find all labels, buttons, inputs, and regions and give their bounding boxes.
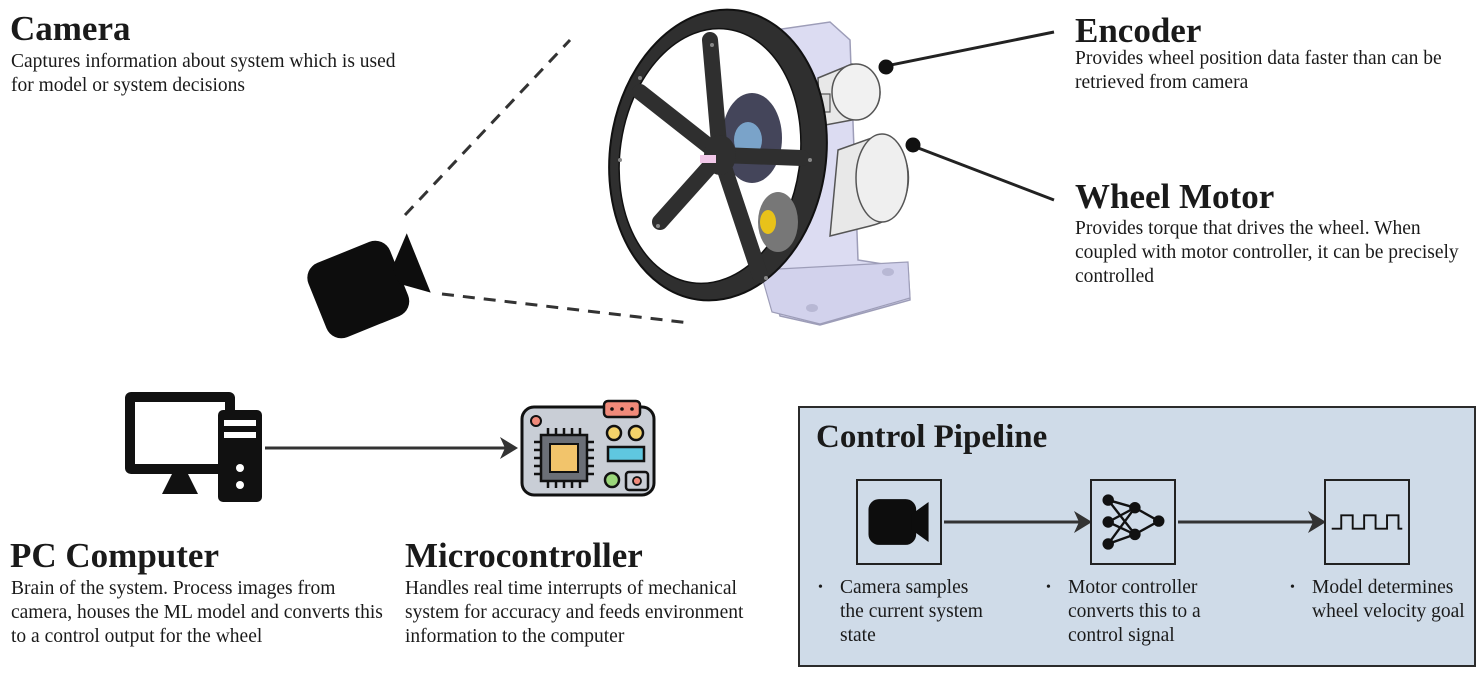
list-item: Model determines wheel velocity goal xyxy=(1290,576,1465,624)
camera-fov-line-top xyxy=(403,38,572,217)
neural-network-icon xyxy=(1102,494,1165,550)
camera-fov-line-bottom xyxy=(441,292,691,325)
wheel-motor-title: Wheel Motor xyxy=(1075,177,1275,216)
camera-title: Camera xyxy=(10,9,131,48)
pipeline-step-model xyxy=(1090,479,1176,565)
encoder-title: Encoder xyxy=(1075,11,1202,50)
camera-description: Captures information about system which … xyxy=(11,51,396,96)
wheel-motor-description: Provides torque that drives the wheel. W… xyxy=(1075,218,1459,287)
camera-icon xyxy=(307,233,431,339)
pipeline-step-1-text: Camera samples the current system state xyxy=(818,576,993,648)
pipeline-step-camera xyxy=(856,479,942,565)
motor-leader-line xyxy=(912,144,1055,202)
pipeline-title: Control Pipeline xyxy=(816,419,1048,455)
list-item: Camera samples the current system state xyxy=(818,576,993,648)
list-item: Motor controller converts this to a cont… xyxy=(1046,576,1221,648)
pc-computer-title: PC Computer xyxy=(10,536,219,575)
reaction-wheel-assembly xyxy=(608,8,911,326)
pc-computer-description: Brain of the system. Process images from… xyxy=(11,578,383,647)
microcontroller-description: Handles real time interrupts of mechanic… xyxy=(405,578,744,647)
pipeline-step-3-text: Model determines wheel velocity goal xyxy=(1290,576,1465,624)
microcontroller-title: Microcontroller xyxy=(405,536,643,575)
microcontroller-board-icon xyxy=(520,399,656,497)
pipeline-step-signal xyxy=(1324,479,1410,565)
wheel-motor-cylinder xyxy=(829,133,910,237)
square-wave-icon xyxy=(1331,514,1403,530)
encoder-leader-dot xyxy=(878,59,894,75)
desktop-computer-icon xyxy=(125,392,262,502)
video-camera-icon xyxy=(868,499,929,545)
pipeline-step-2-text: Motor controller converts this to a cont… xyxy=(1046,576,1221,648)
mount-base xyxy=(759,261,911,325)
encoder-leader-line xyxy=(885,30,1055,68)
pipeline-arrows xyxy=(944,511,1326,533)
control-pipeline-panel: Control Pipeline xyxy=(798,406,1476,667)
encoder-description: Provides wheel position data faster than… xyxy=(1075,48,1442,93)
motor-leader-dot xyxy=(905,137,921,153)
